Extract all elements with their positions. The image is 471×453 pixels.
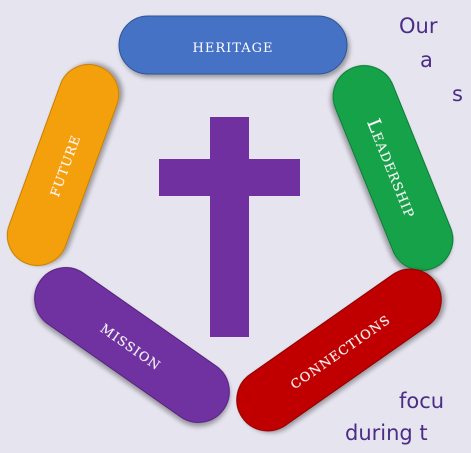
future-pill [6, 64, 120, 266]
segment-mission: mission [34, 267, 230, 423]
segment-leadership: Leadership [332, 65, 454, 271]
segment-future: future [6, 64, 120, 266]
cross-horizontal [159, 159, 300, 196]
segment-heritage: heritage [118, 15, 348, 75]
mission-pill [34, 267, 230, 423]
side-text-line-1: Our [399, 14, 438, 38]
side-text-line-2: a [420, 48, 433, 72]
connections-pill [236, 268, 442, 432]
heritage-pill [118, 15, 348, 75]
heritage-label: heritage [193, 35, 274, 57]
side-text-line-3: s [452, 82, 463, 106]
cross-icon [159, 117, 300, 337]
cross-vertical [210, 117, 249, 337]
segment-connections: connections [236, 268, 442, 432]
side-text-line-5: during t [345, 421, 428, 445]
leadership-pill [332, 65, 454, 271]
side-text-line-4: focu [399, 389, 445, 413]
